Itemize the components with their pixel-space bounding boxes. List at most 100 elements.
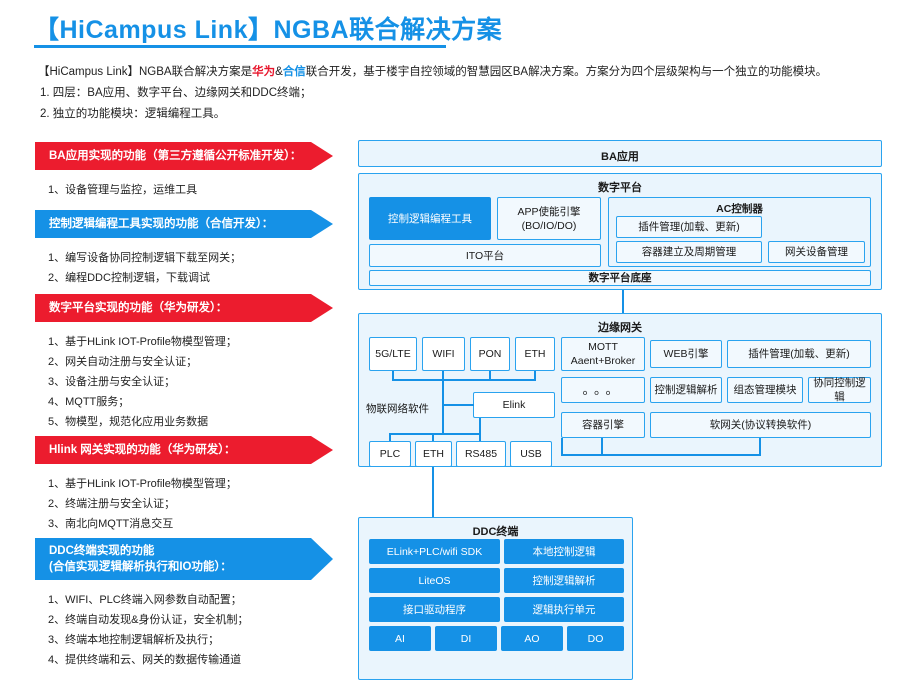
bullet-item: 2、终端注册与安全认证；	[48, 498, 176, 510]
hexin-highlight: 合信	[282, 66, 306, 78]
cell-ddc-local-control-logic[interactable]: 本地控制逻辑	[504, 539, 624, 564]
cell-uplink-eth[interactable]: ETH	[515, 337, 555, 371]
cell-app-enable-engine[interactable]: APP使能引擎 (BO/IO/DO)	[497, 197, 601, 240]
connector-downlink-bus	[389, 433, 481, 435]
connector-gateway-bottom-bus	[561, 454, 761, 456]
cell-uplink-5g-lte[interactable]: 5G/LTE	[369, 337, 417, 371]
bullet-item: 2、终端自动发现&身份认证，安全机制；	[48, 614, 249, 626]
band-digital-platform[interactable]: 数字平台实现的功能（华为研发）：	[35, 294, 333, 322]
cell-downlink-usb[interactable]: USB	[510, 441, 552, 467]
cell-soft-gateway[interactable]: 软网关(协议转换软件)	[650, 412, 871, 438]
group-ac-controller-title: AC控制器	[716, 203, 763, 215]
bullet-item: 1、基于HLink IOT-Profile物模型管理；	[48, 478, 237, 490]
layer-ba-app-title: BA应用	[601, 151, 639, 163]
bullets-ba-app: 1、设备管理与监控，运维工具	[48, 180, 197, 200]
bullet-item: 4、提供终端和云、网关的数据传输通道	[48, 654, 242, 666]
cell-ito-platform[interactable]: ITO平台	[369, 244, 601, 267]
bullet-item: 5、物模型，规范化应用业务数据	[48, 416, 209, 428]
cell-ddc-io-di[interactable]: DI	[435, 626, 497, 651]
cell-ddc-control-logic-parse[interactable]: 控制逻辑解析	[504, 568, 624, 593]
connector-wifi-down	[442, 371, 444, 380]
layer-ba-app[interactable]	[358, 140, 882, 167]
cell-web-engine[interactable]: WEB引擎	[650, 340, 722, 368]
cell-container-lifecycle[interactable]: 容器建立及周期管理	[616, 241, 762, 263]
connector-pon-down	[489, 371, 491, 380]
connector-plc-up	[389, 433, 391, 442]
band-ddc-terminal[interactable]: DDC终端实现的功能 (合信实现逻辑解析执行和IO功能）：	[35, 538, 333, 580]
band-ddc-terminal-label: DDC终端实现的功能 (合信实现逻辑解析执行和IO功能）：	[35, 538, 333, 580]
cell-elink[interactable]: Elink	[473, 392, 555, 418]
cell-platform-base[interactable]: 数字平台底座	[369, 270, 871, 286]
app-engine-line2: (BO/IO/DO)	[521, 219, 577, 232]
cell-uplink-pon[interactable]: PON	[470, 337, 510, 371]
connector-rs485-up	[479, 433, 481, 442]
cell-control-logic-parse[interactable]: 控制逻辑解析	[650, 377, 722, 403]
bullet-item: 2、网关自动注册与安全认证；	[48, 356, 198, 368]
layer-digital-platform-title: 数字平台	[598, 182, 642, 194]
band-ddc-line1: DDC终端实现的功能	[49, 545, 155, 557]
bullets-ddc-terminal: 1、WIFI、PLC终端入网参数自动配置； 2、终端自动发现&身份认证，安全机制…	[48, 590, 248, 670]
page-title: 【HiCampus Link】NGBA联合解决方案	[34, 16, 503, 44]
band-hlink-gateway[interactable]: Hlink 网关实现的功能（华为研发）：	[35, 436, 333, 464]
connector-soft-gateway-down	[759, 438, 761, 456]
connector-elink-down	[479, 418, 481, 434]
cell-ac-plugin-management[interactable]: 插件管理(加载、更新)	[616, 216, 762, 238]
architecture-diagram: BA应用 数字平台 控制逻辑编程工具 APP使能引擎 (BO/IO/DO) IT…	[358, 134, 886, 688]
band-logic-tool-label: 控制逻辑编程工具实现的功能（合信开发）：	[35, 210, 333, 238]
bullet-item: 4、MQTT服务；	[48, 396, 130, 408]
band-ba-app[interactable]: BA应用实现的功能（第三方遵循公开标准开发）：	[35, 142, 333, 170]
cell-uplink-wifi[interactable]: WIFI	[422, 337, 465, 371]
intro-paragraph: 【HiCampus Link】NGBA联合解决方案是华为&合信联合开发，基于楼宇…	[38, 62, 883, 125]
cell-ddc-io-ao[interactable]: AO	[501, 626, 563, 651]
connector-uplink-bus	[392, 379, 536, 381]
layer-edge-gateway-title: 边缘网关	[598, 322, 642, 334]
cell-ellipsis: 。。。	[561, 377, 645, 403]
left-functions-column: BA应用实现的功能（第三方遵循公开标准开发）： 1、设备管理与监控，运维工具 控…	[0, 134, 350, 688]
cell-downlink-plc[interactable]: PLC	[369, 441, 411, 467]
layer-ddc-terminal-title: DDC终端	[472, 526, 519, 538]
cell-ddc-io-do[interactable]: DO	[567, 626, 624, 651]
cell-ddc-io-ai[interactable]: AI	[369, 626, 431, 651]
cell-mqtt-agent-broker[interactable]: MOTT Aaent+Broker	[561, 337, 645, 371]
mqtt-line2: Aaent+Broker	[570, 355, 636, 367]
band-hlink-gateway-label: Hlink 网关实现的功能（华为研发）：	[35, 436, 333, 464]
connector-platform-to-gateway	[622, 290, 624, 313]
band-ba-app-label: BA应用实现的功能（第三方遵循公开标准开发）：	[35, 142, 333, 170]
bullet-item: 2、编程DDC控制逻辑，下载调试	[48, 272, 210, 284]
cell-gateway-plugin-management[interactable]: 插件管理(加载、更新)	[727, 340, 871, 368]
bullet-item: 1、设备管理与监控，运维工具	[48, 184, 198, 196]
cell-configuration-management-module[interactable]: 组态管理模块	[727, 377, 803, 403]
cell-ddc-elink-plc-wifi-sdk[interactable]: ELink+PLC/wifi SDK	[369, 539, 500, 564]
bullet-item: 1、编写设备协同控制逻辑下载至网关；	[48, 252, 242, 264]
connector-iot-to-elink	[442, 404, 474, 406]
cell-gateway-device-management[interactable]: 网关设备管理	[768, 241, 865, 263]
connector-eth2-up	[432, 433, 434, 442]
intro-line1-b: 联合开发，基于楼宇自控领域的智慧园区BA解决方案。方案分为四个层级架构与一个独立…	[305, 66, 828, 78]
cell-ddc-logic-execution-unit[interactable]: 逻辑执行单元	[504, 597, 624, 622]
label-iot-network-software: 物联网络软件	[366, 403, 429, 415]
intro-line1-a: 【HiCampus Link】NGBA联合解决方案是	[38, 66, 253, 78]
intro-amp: &	[275, 66, 283, 78]
cell-ddc-liteos[interactable]: LiteOS	[369, 568, 500, 593]
bullet-item: 1、WIFI、PLC终端入网参数自动配置；	[48, 594, 242, 606]
connector-5g-down	[392, 371, 394, 380]
cell-downlink-rs485[interactable]: RS485	[456, 441, 506, 467]
connector-gateway-to-ddc	[432, 467, 434, 517]
intro-line-3: 2. 独立的功能模块：逻辑编程工具。	[40, 108, 226, 120]
huawei-highlight: 华为	[252, 66, 276, 78]
connector-eth-down	[534, 371, 536, 380]
intro-line-2: 1. 四层：BA应用、数字平台、边缘网关和DDC终端；	[40, 87, 312, 99]
cell-ddc-interface-driver[interactable]: 接口驱动程序	[369, 597, 500, 622]
cell-container-engine[interactable]: 容器引擎	[561, 412, 645, 438]
intro-line-1: 【HiCampus Link】NGBA联合解决方案是华为&合信联合开发，基于楼宇…	[38, 62, 883, 83]
title-underline	[34, 45, 446, 48]
bullet-item: 3、南北向MQTT消息交互	[48, 518, 174, 530]
cell-downlink-eth[interactable]: ETH	[415, 441, 452, 467]
band-logic-tool[interactable]: 控制逻辑编程工具实现的功能（合信开发）：	[35, 210, 333, 238]
cell-cooperative-control-logic[interactable]: 协同控制逻辑	[808, 377, 871, 403]
bullets-logic-tool: 1、编写设备协同控制逻辑下载至网关； 2、编程DDC控制逻辑，下载调试	[48, 248, 241, 288]
band-digital-platform-label: 数字平台实现的功能（华为研发）：	[35, 294, 333, 322]
bullet-item: 3、终端本地控制逻辑解析及执行；	[48, 634, 220, 646]
bullet-item: 1、基于HLink IOT-Profile物模型管理；	[48, 336, 237, 348]
cell-control-logic-tool[interactable]: 控制逻辑编程工具	[369, 197, 491, 240]
